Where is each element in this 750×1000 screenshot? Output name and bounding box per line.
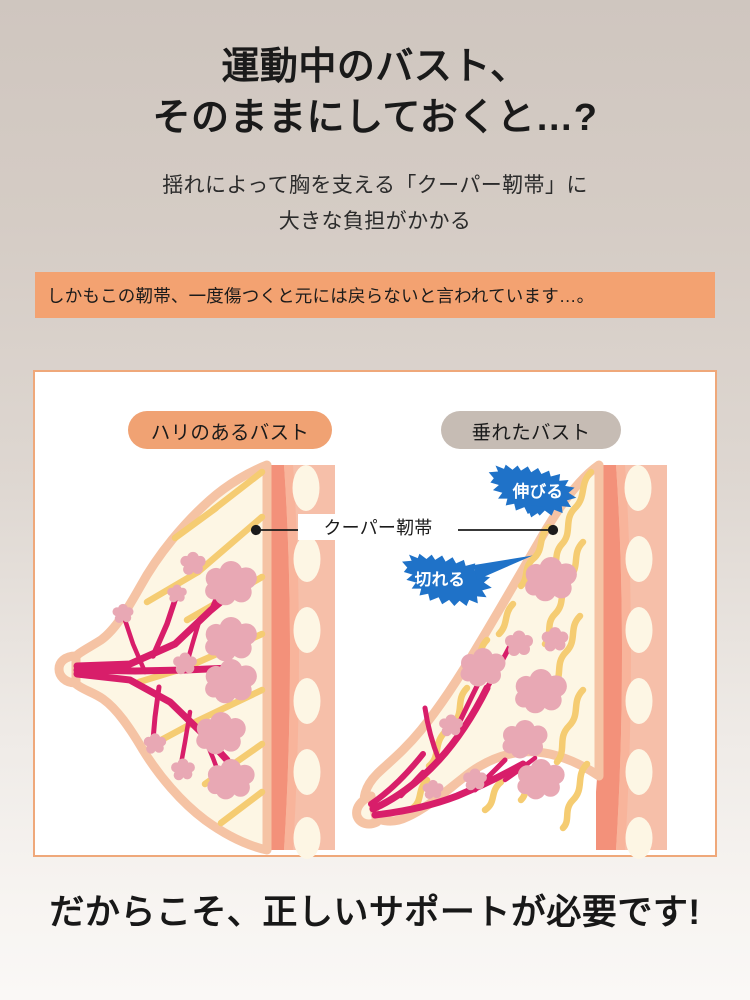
breast-anatomy-illustration xyxy=(54,460,667,859)
starburst-shape-tear xyxy=(402,553,533,606)
label-firm-bust-text: ハリのあるバスト xyxy=(150,421,310,444)
warning-banner-text: しかもこの靭帯、一度傷つくと元には戻らないと言われています…。 xyxy=(47,285,595,306)
warning-banner: しかもこの靭帯、一度傷つくと元には戻らないと言われています…。 xyxy=(35,272,715,318)
ligament-label: クーパー靭帯 xyxy=(298,514,458,540)
subtitle: 揺れによって胸を支える「クーパー靭帯」に 大きな負担がかかる xyxy=(0,168,750,240)
label-sagging-bust-text: 垂れたバスト xyxy=(471,421,591,444)
subtitle-line-1: 揺れによって胸を支える「クーパー靭帯」に xyxy=(162,174,588,197)
subtitle-line-2: 大きな負担がかかる xyxy=(278,210,472,234)
firm-breast-figure xyxy=(54,460,335,859)
label-firm-bust: ハリのあるバスト xyxy=(128,411,332,449)
anatomy-diagram-panel: ハリのあるバスト 垂れたバスト クーパー靭帯 伸びる 切れる xyxy=(33,370,717,859)
headline-line-1: 運動中のバスト、 xyxy=(221,46,529,88)
sagging-breast-figure xyxy=(352,460,667,859)
starburst-shape-stretch xyxy=(488,464,577,518)
callout-tear: 切れる xyxy=(402,553,533,606)
headline-line-2: そのままにしておくと…? xyxy=(152,96,598,139)
label-sagging-bust: 垂れたバスト xyxy=(441,411,621,449)
callout-stretch-text: 伸びる xyxy=(512,483,564,501)
callout-tear-text: 切れる xyxy=(414,571,466,589)
closing-statement: だからこそ、正しいサポートが必要です! xyxy=(49,893,701,932)
callout-stretch: 伸びる xyxy=(488,464,581,518)
page-title: 運動中のバスト、 そのままにしておくと…? xyxy=(0,42,750,143)
